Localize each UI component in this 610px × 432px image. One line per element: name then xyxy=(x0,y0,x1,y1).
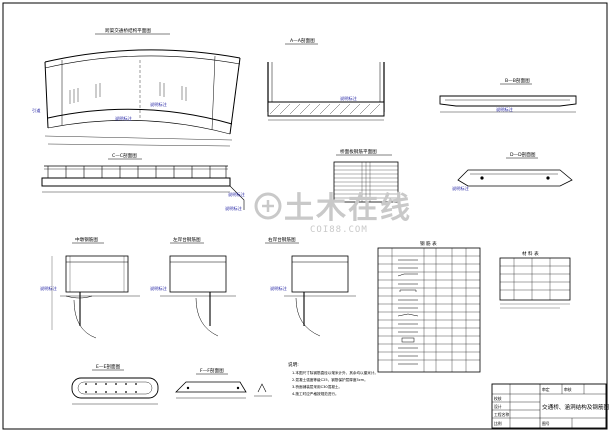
svg-text:F—F剖面图: F—F剖面图 xyxy=(200,367,224,374)
svg-text:D—D剖面图: D—D剖面图 xyxy=(510,151,536,158)
title-block: 校核 设计 审定 审核 工程名称 比例 图号 交通桥、涵洞结构及钢筋图 xyxy=(491,383,610,429)
svg-text:钢 筋 表: 钢 筋 表 xyxy=(420,240,437,247)
svg-text:2.混凝土强度等级C25，钢筋保护层厚度3cm。: 2.混凝土强度等级C25，钢筋保护层厚度3cm。 xyxy=(292,377,368,382)
section-ff: F—F剖面图 xyxy=(175,367,247,399)
svg-text:3.桥面铺装层采用C30混凝土。: 3.桥面铺装层采用C30混凝土。 xyxy=(292,384,342,389)
svg-text:C—C剖面图: C—C剖面图 xyxy=(112,152,137,159)
sheet-title: 交通桥、涵洞结构及钢筋图 xyxy=(542,403,610,411)
svg-text:说明标注: 说明标注 xyxy=(150,285,168,292)
elevation-view: C—C剖面图 说明标注 说明标注 xyxy=(41,152,246,212)
svg-text:比例: 比例 xyxy=(494,421,502,426)
svg-text:左岸台钢筋图: 左岸台钢筋图 xyxy=(173,236,201,243)
svg-text:中墩钢筋图: 中墩钢筋图 xyxy=(75,236,98,243)
pier-left: 左岸台钢筋图 说明标注 xyxy=(150,236,236,337)
small-detail xyxy=(254,383,272,397)
svg-text:说明标注: 说明标注 xyxy=(225,205,243,212)
pier-right: 右岸台钢筋图 说明标注 xyxy=(265,236,356,337)
svg-text:图号: 图号 xyxy=(542,421,550,426)
svg-text:说明标注: 说明标注 xyxy=(340,95,358,102)
section-aa: A—A剖面图 说明标注 xyxy=(267,37,385,121)
svg-text:校核: 校核 xyxy=(494,396,502,401)
svg-text:A—A剖面图: A—A剖面图 xyxy=(290,37,315,44)
watermark-sub: COI88.COM xyxy=(310,225,368,235)
deck-rebar-plan: 桥面板钢筋平面图 xyxy=(333,148,399,203)
watermark-text: 土木在线 xyxy=(284,191,412,226)
svg-text:桥面板钢筋平面图: 桥面板钢筋平面图 xyxy=(340,148,377,155)
svg-text:工程名称: 工程名称 xyxy=(494,412,509,417)
svg-text:说明标注: 说明标注 xyxy=(496,106,514,113)
svg-text:右岸台钢筋图: 右岸台钢筋图 xyxy=(268,236,296,243)
svg-text:审定: 审定 xyxy=(542,387,550,392)
svg-text:1.本图尺寸除钢筋直径以毫米计外，其余均以厘米计。: 1.本图尺寸除钢筋直径以毫米计外，其余均以厘米计。 xyxy=(292,370,378,375)
svg-text:说明标注: 说明标注 xyxy=(150,101,168,108)
svg-text:说明标注: 说明标注 xyxy=(452,185,470,192)
plan-view-title: 跨渠交通桥结构平面图 xyxy=(105,27,151,34)
svg-text:E—E剖面图: E—E剖面图 xyxy=(96,363,121,370)
rebar-table: 钢 筋 表 xyxy=(377,240,481,373)
svg-text:审核: 审核 xyxy=(564,387,572,392)
svg-text:引道: 引道 xyxy=(32,107,41,114)
svg-text:B—B剖面图: B—B剖面图 xyxy=(505,77,530,84)
svg-text:说明标注: 说明标注 xyxy=(270,285,288,292)
notes: 说明: 1.本图尺寸除钢筋直径以毫米计外，其余均以厘米计。 2.混凝土强度等级C… xyxy=(288,361,378,396)
svg-text:说明标注: 说明标注 xyxy=(115,115,133,122)
svg-text:说明标注: 说明标注 xyxy=(228,191,246,198)
watermark: 土木在线 COI88.COM xyxy=(254,191,412,235)
svg-text:材 料 表: 材 料 表 xyxy=(522,250,539,257)
svg-text:说明标注: 说明标注 xyxy=(40,285,58,292)
section-dd: D—D剖面图 说明标注 xyxy=(452,151,573,192)
section-bb: B—B剖面图 说明标注 xyxy=(439,77,577,113)
material-table: 材 料 表 xyxy=(499,250,571,309)
plan-view: 跨渠交通桥结构平面图 说明标注 说明标注 引道 xyxy=(32,27,241,147)
svg-text:4.施工时应严格按规范进行。: 4.施工时应严格按规范进行。 xyxy=(292,391,339,396)
section-ee: E—E剖面图 xyxy=(71,363,159,405)
svg-text:设计: 设计 xyxy=(494,404,502,409)
pier-mid: 中墩钢筋图 说明标注 xyxy=(40,236,140,339)
svg-text:说明:: 说明: xyxy=(288,361,299,368)
